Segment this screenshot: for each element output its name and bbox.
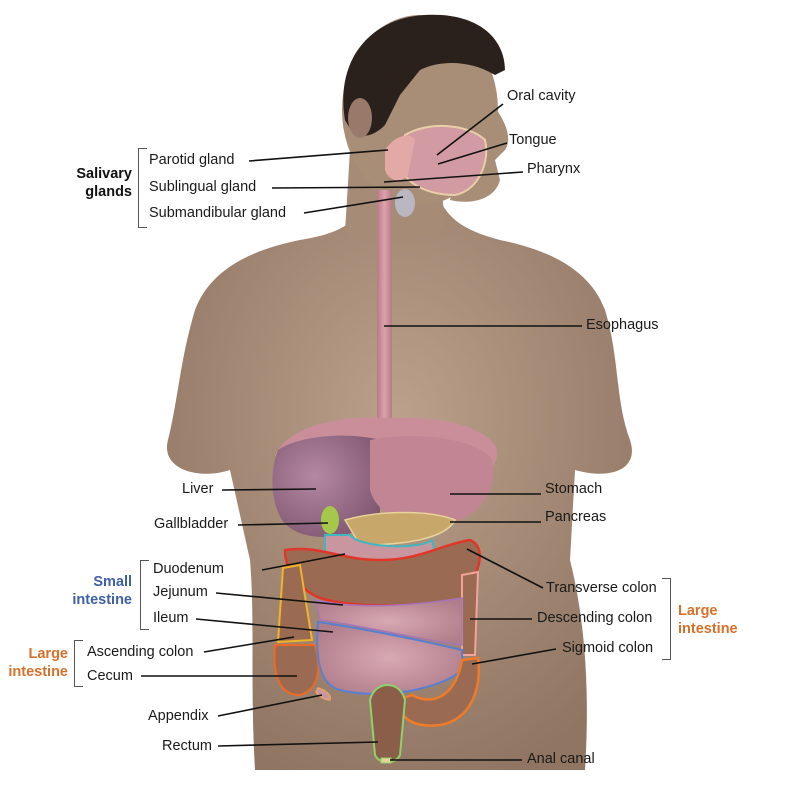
group-salivary-line2: glands <box>85 184 132 200</box>
group-large-right-line1: Large <box>678 603 718 619</box>
leader-sublingual <box>271 186 421 189</box>
oral-cavity-tissue <box>398 124 488 197</box>
label-pancreas: Pancreas <box>545 509 607 525</box>
label-anal-canal: Anal canal <box>527 751 595 767</box>
sigmoid-colon <box>396 656 480 727</box>
group-large-intestine-left: Large intestine <box>0 645 68 681</box>
group-small-intestine: Small intestine <box>50 573 132 609</box>
label-appendix: Appendix <box>148 708 209 724</box>
label-transverse-colon: Transverse colon <box>546 580 657 596</box>
label-esophagus: Esophagus <box>586 317 659 333</box>
label-pharynx: Pharynx <box>527 161 581 177</box>
esophagus <box>377 190 392 420</box>
label-rectum: Rectum <box>162 738 212 754</box>
label-submandibular-gland: Submandibular gland <box>149 205 287 221</box>
label-gallbladder: Gallbladder <box>154 516 229 532</box>
salivary-bracket <box>138 148 147 228</box>
leader-rectum <box>217 741 379 747</box>
leader-pharynx <box>383 171 524 183</box>
leader-appendix <box>217 694 323 717</box>
label-tongue: Tongue <box>509 132 557 148</box>
leader-jejunum <box>215 592 344 606</box>
leader-parotid <box>248 149 389 162</box>
anal-canal <box>380 757 392 764</box>
leader-oral-cavity <box>436 103 504 156</box>
label-stomach: Stomach <box>545 481 603 497</box>
ascending-colon <box>276 563 314 644</box>
small-intestine-bracket <box>140 560 149 630</box>
pancreas <box>343 511 457 546</box>
hair <box>343 14 505 136</box>
leader-transverse <box>466 548 544 589</box>
leader-ileum <box>195 618 334 633</box>
group-large-intestine-right: Large intestine <box>678 602 738 638</box>
leader-sigmoid <box>471 648 557 665</box>
leader-submandibular <box>303 196 404 214</box>
label-sigmoid-colon: Sigmoid colon <box>562 640 654 656</box>
group-large-left-line1: Large <box>28 646 69 662</box>
descending-colon <box>461 570 480 656</box>
group-salivary-glands: Salivary glands <box>60 165 132 201</box>
large-intestine-right-bracket <box>662 578 671 660</box>
leader-tongue <box>437 142 508 165</box>
large-intestine-left-bracket <box>74 640 83 687</box>
ileum <box>316 620 463 695</box>
leader-duodenum <box>261 553 346 571</box>
group-small-line2: intestine <box>72 592 132 608</box>
label-descending-colon: Descending colon <box>537 610 653 626</box>
label-liver: Liver <box>182 481 214 497</box>
label-ascending-colon: Ascending colon <box>87 644 194 660</box>
leader-ascending <box>203 636 295 653</box>
label-ileum: Ileum <box>153 610 189 626</box>
appendix <box>315 687 332 701</box>
parotid-gland <box>385 135 415 181</box>
submandibular-gland <box>395 189 415 217</box>
label-oral-cavity: Oral cavity <box>507 88 576 104</box>
group-small-line1: Small <box>93 574 132 590</box>
label-sublingual-gland: Sublingual gland <box>149 179 257 195</box>
gallbladder <box>321 506 339 534</box>
leader-liver <box>221 488 317 491</box>
label-duodenum: Duodenum <box>153 561 224 577</box>
label-cecum: Cecum <box>87 668 133 684</box>
liver <box>272 435 380 537</box>
stomach <box>370 436 494 526</box>
label-jejunum: Jejunum <box>153 584 208 600</box>
label-parotid-gland: Parotid gland <box>149 152 235 168</box>
leader-lines <box>141 103 582 761</box>
group-salivary-line1: Salivary <box>76 166 132 182</box>
jejunum <box>313 597 463 646</box>
rectum <box>368 684 407 764</box>
leader-gallbladder <box>237 522 329 526</box>
group-large-left-line2: intestine <box>8 664 68 680</box>
ear <box>348 98 372 138</box>
group-large-right-line2: intestine <box>678 621 738 637</box>
